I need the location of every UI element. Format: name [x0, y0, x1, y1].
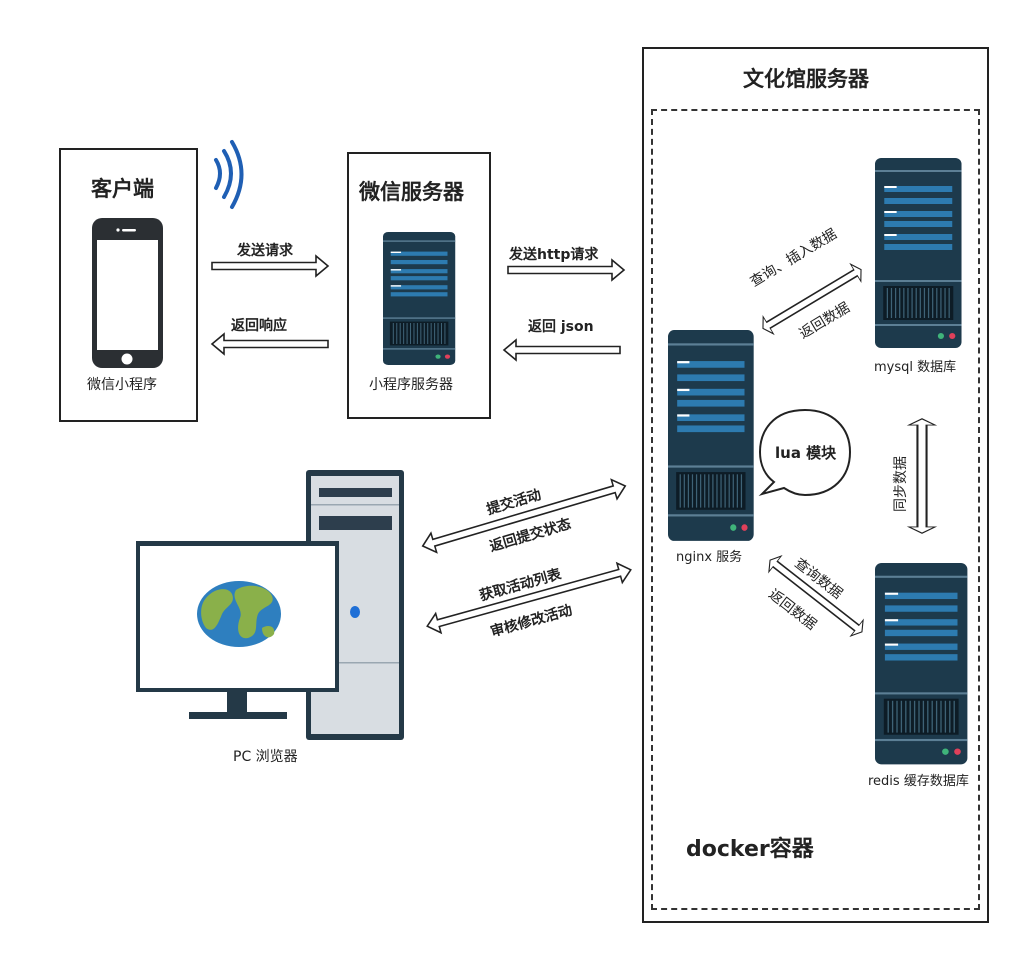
phone-icon [92, 218, 163, 368]
lua-speech-bubble [758, 408, 852, 497]
wifi-icon [214, 140, 244, 209]
globe-icon [197, 581, 281, 647]
edge-label-return-response: 返回响应 [231, 318, 287, 334]
server-icon [874, 157, 963, 349]
docker-container-box [651, 109, 980, 910]
edge-label-send-http: 发送http请求 [509, 247, 599, 263]
nginx-caption: nginx 服务 [676, 550, 743, 565]
culture-server-title: 文化馆服务器 [743, 67, 869, 91]
arrow-return-json [503, 339, 621, 361]
server-icon [874, 562, 969, 766]
arrow-return-response [211, 333, 329, 355]
arrow-sync [907, 417, 937, 535]
wechat-server-title: 微信服务器 [359, 180, 464, 204]
docker-label: docker容器 [686, 837, 814, 862]
edge-label-sync-data: 同步数据 [893, 456, 909, 512]
pc-caption: PC 浏览器 [233, 749, 298, 765]
edge-label-send-request: 发送请求 [237, 243, 293, 259]
redis-caption: redis 缓存数据库 [868, 774, 969, 789]
mysql-caption: mysql 数据库 [874, 360, 957, 375]
server-icon [667, 329, 755, 542]
client-caption: 微信小程序 [87, 377, 157, 393]
lua-label: lua 模块 [775, 444, 837, 462]
client-title: 客户端 [91, 177, 154, 201]
wechat-server-caption: 小程序服务器 [369, 377, 453, 393]
edge-label-return-json: 返回 json [528, 319, 594, 335]
server-icon [382, 231, 456, 366]
